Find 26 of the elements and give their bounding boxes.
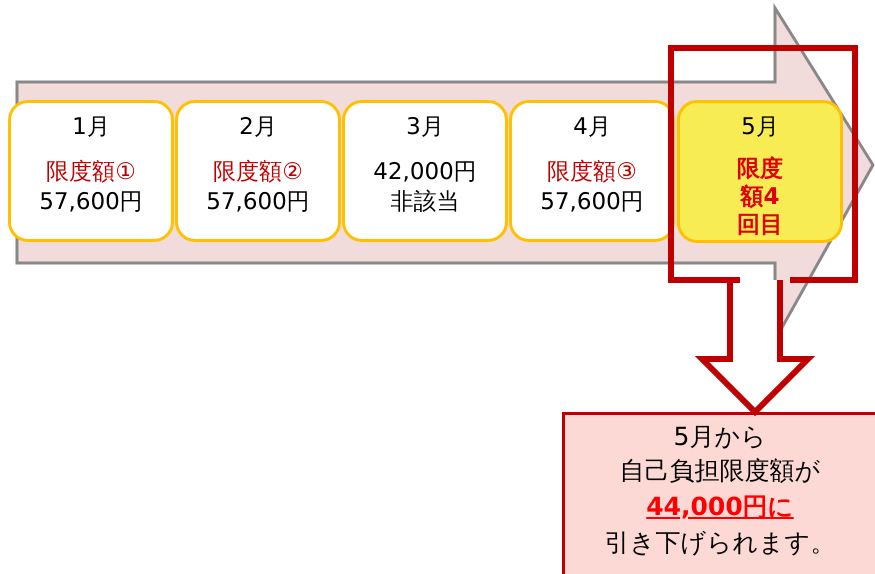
month-label: 2月 [239,114,277,140]
limit-count-text: 限度額4回目 [737,156,783,238]
month-box [342,100,508,242]
month-label: 5月 [741,114,779,140]
month-label: 4月 [573,114,611,140]
month-box [677,100,843,243]
highlighted-amount: 44,000円に [646,492,794,521]
month-label: 1月 [72,114,110,140]
amount-text: 57,600円 [206,189,310,215]
result-text: 5月から [674,422,766,451]
limit-count-text: 限度額③ [547,159,637,185]
month-box [509,100,675,242]
month-label: 3月 [406,114,444,140]
highlight-frame [668,45,858,283]
month-box [175,100,341,242]
result-text: 引き下げられます。 [604,528,836,557]
month-box [8,100,174,242]
limit-count-text: 限度額② [213,159,303,185]
amount-text: 57,600円 [540,189,644,215]
result-text: 自己負担限度額が [620,456,820,485]
result-box [562,412,875,574]
limit-count-text: 限度額① [46,159,136,185]
amount-text: 42,000円 [373,159,477,185]
amount-text: 57,600円 [39,189,143,215]
block-arrow [694,277,816,416]
amount-text: 非該当 [390,189,460,215]
